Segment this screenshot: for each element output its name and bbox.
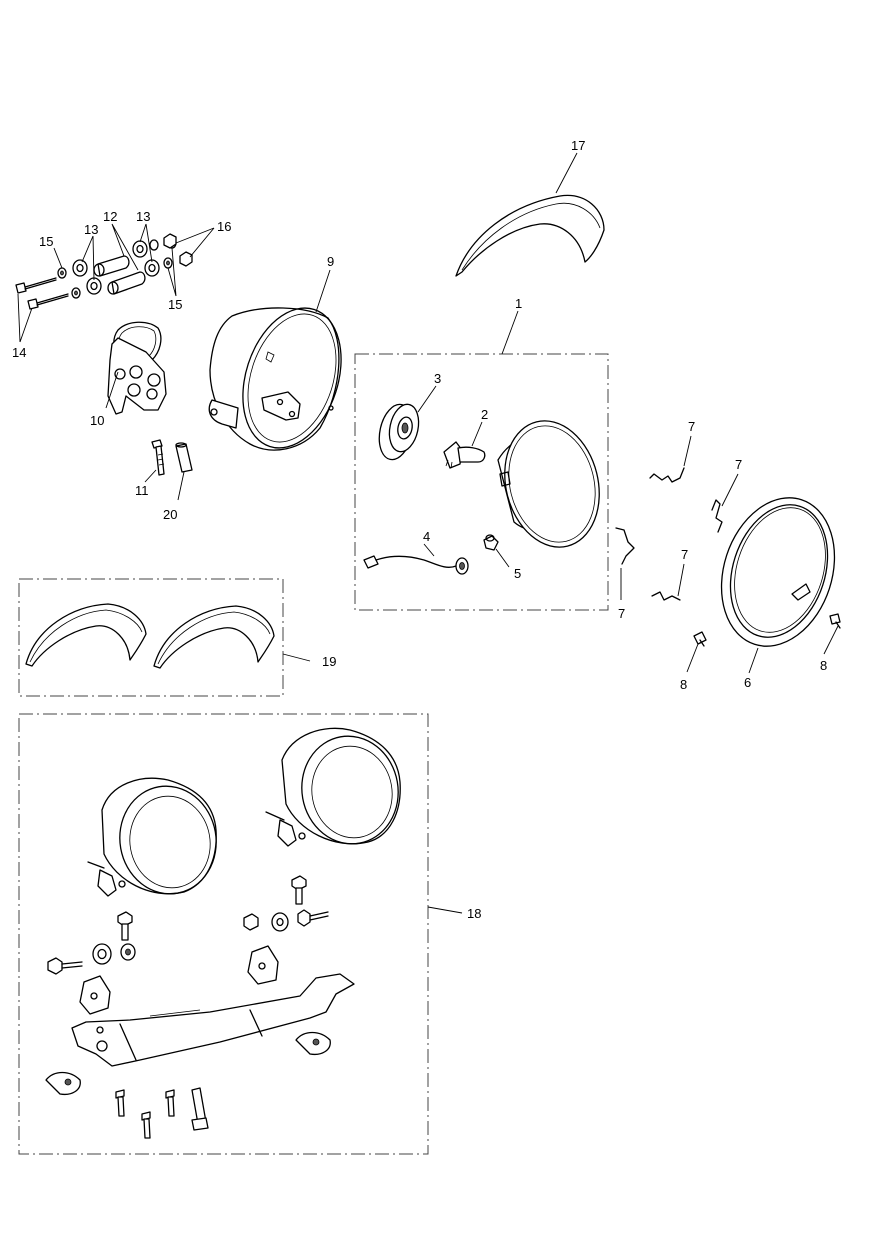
- callout-16: 16: [217, 219, 231, 234]
- callout-18: 18: [467, 906, 481, 921]
- callout-1: 1: [515, 296, 522, 311]
- long-bolts-part-14: [15, 277, 69, 310]
- auxiliary-lamp-kit-group-box: [18, 713, 429, 1155]
- parking-bulb-part-5: [483, 534, 499, 551]
- wire-clips-part-7: [615, 467, 723, 601]
- sleeve-part-20: [175, 442, 193, 473]
- callout-8-right: 8: [820, 658, 827, 673]
- visor-kit-part-19: [25, 603, 275, 669]
- leader-lines: [17, 152, 839, 914]
- callout-7-lower: 7: [681, 547, 688, 562]
- bezel-rim-part-6: [720, 497, 836, 647]
- callout-2: 2: [481, 407, 488, 422]
- callout-13-right: 13: [136, 209, 150, 224]
- callout-7-top: 7: [688, 419, 695, 434]
- screws-part-8: [693, 613, 841, 647]
- visor-kit-group-box: [18, 578, 284, 697]
- callout-9: 9: [327, 254, 334, 269]
- callout-20: 20: [163, 507, 177, 522]
- callout-7-right: 7: [735, 457, 742, 472]
- mounting-bracket-part-10: [107, 321, 167, 415]
- auxiliary-lamp-kit-part-18: [45, 727, 401, 1139]
- callout-14: 14: [12, 345, 26, 360]
- wiring-harness-part-4: [363, 555, 469, 575]
- callout-labels: 17 1 3 2 4 5 6 7 7 7 7 8 8 9 10 11 12 13…: [12, 138, 827, 921]
- adjuster-part-3: [378, 403, 420, 461]
- callout-13-left: 13: [84, 222, 98, 237]
- callout-12: 12: [103, 209, 117, 224]
- headlight-shell-part-9: [208, 307, 342, 451]
- bolt-part-11: [151, 439, 165, 476]
- callout-17: 17: [571, 138, 585, 153]
- callout-15-right: 15: [168, 297, 182, 312]
- callout-5: 5: [514, 566, 521, 581]
- callout-10: 10: [90, 413, 104, 428]
- headlamp-unit-part-1: [497, 420, 600, 548]
- callout-11: 11: [135, 483, 149, 498]
- sleeves-part-12: [93, 255, 146, 295]
- nuts-part-16: [163, 233, 193, 267]
- visor-part-17: [455, 194, 605, 277]
- callout-6: 6: [744, 675, 751, 690]
- callout-19: 19: [322, 654, 336, 669]
- callout-7-left: 7: [618, 606, 625, 621]
- callout-15-left: 15: [39, 234, 53, 249]
- callout-4: 4: [423, 529, 430, 544]
- spacers-part-13: [72, 239, 160, 295]
- headlight-unit-group-box: [354, 353, 609, 611]
- callout-8-left: 8: [680, 677, 687, 692]
- bulb-part-2: [443, 441, 486, 469]
- callout-3: 3: [434, 371, 441, 386]
